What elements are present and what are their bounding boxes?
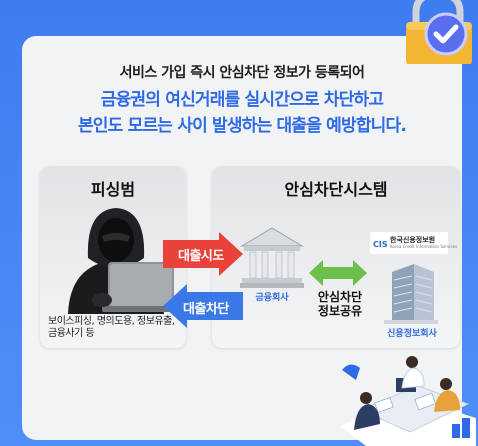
phisher-caption: 보이스피싱, 명의도용, 정보유출, 금융사기 등	[48, 316, 175, 339]
phisher-title: 피싱범	[90, 180, 136, 199]
headline-line-1: 서비스 가입 즉시 안심차단 정보가 등록되어	[119, 65, 365, 81]
double-arrow-icon	[309, 260, 367, 286]
hacker-laptop-illustration	[68, 208, 174, 314]
loan-attempt-label: 대출시도	[178, 249, 224, 264]
headline: 서비스 가입 즉시 안심차단 정보가 등록되어 금융권의 여신거래를 실시간으로…	[22, 62, 462, 138]
kcis-subname: Korea Credit Information Services	[390, 244, 458, 249]
kcis-logo: CIS 한국신용정보원 Korea Credit Information Ser…	[370, 232, 457, 254]
loan-block-arrow	[163, 284, 243, 328]
bank-label: 금융회사	[255, 293, 289, 303]
headline-line-3: 본인도 모르는 사이 발생하는 대출을 예방합니다.	[77, 116, 407, 136]
business-meeting-illustration	[340, 356, 476, 446]
padlock-check-icon	[406, 0, 472, 64]
safety-system-title: 안심차단시스템	[284, 180, 388, 199]
loan-block-label: 대출차단	[183, 302, 229, 317]
office-tower-icon	[384, 264, 438, 324]
loan-attempt-arrow	[163, 232, 243, 276]
credit-info-company-label: 신용정보회사	[387, 329, 437, 339]
info-share-label-2: 정보공유	[317, 304, 363, 318]
info-share-label: 안심차단 정보공유	[310, 290, 370, 318]
kcis-logo-icon: CIS	[373, 235, 389, 251]
headline-line-2: 금융권의 여신거래를 실시간으로 차단하고	[100, 90, 384, 110]
bank-building-icon	[240, 227, 304, 288]
phisher-panel: 피싱범 보이스피싱, 명의도용, 정보유출, 금융사기 등	[40, 166, 186, 348]
kcis-logo-mark: CIS	[373, 240, 388, 249]
info-share-label-1: 안심차단	[317, 290, 363, 304]
kcis-name: 한국신용정보원	[390, 236, 436, 244]
